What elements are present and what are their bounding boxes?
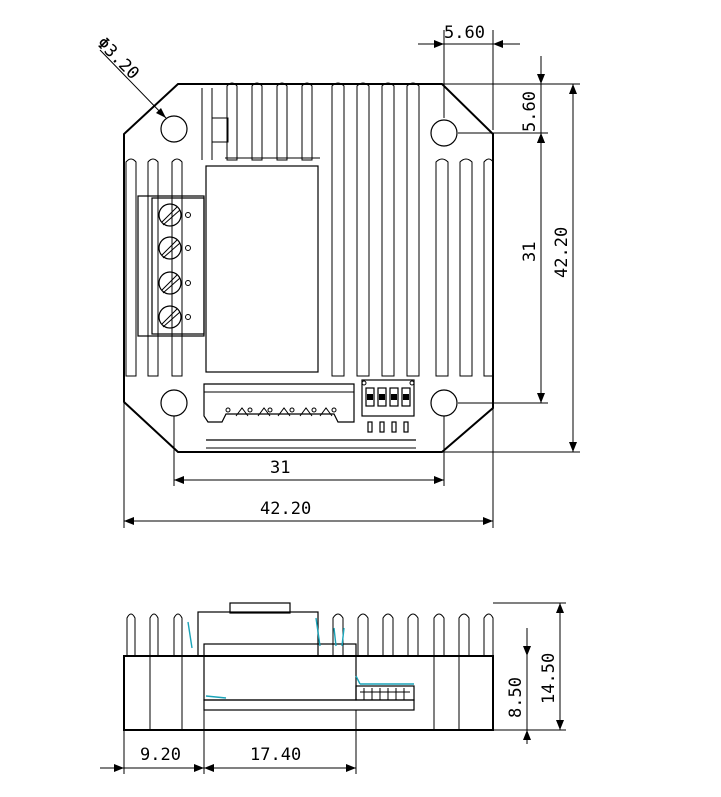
dim-side-connector-width-label: 17.40 [250, 745, 301, 765]
dim-overall-height-label: 42.20 [552, 227, 572, 278]
dim-side-height-base: 8.50 [506, 628, 531, 744]
dim-hole-diameter-label: Φ3.20 [92, 33, 142, 83]
top-view-outline [123, 83, 494, 453]
mounting-hole-top-right [430, 119, 458, 147]
mounting-hole-bottom-right [430, 389, 458, 417]
dim-overall-width: 42.20 [123, 402, 494, 528]
dim-side-offset-left-label: 9.20 [140, 745, 181, 765]
top-fins [201, 82, 420, 377]
dim-top-width: 5.60 [418, 23, 520, 130]
pcb-top-component [211, 117, 229, 143]
mounting-hole-top-left [160, 115, 188, 143]
side-view-base [123, 655, 494, 731]
mounting-hole-bottom-left [160, 389, 188, 417]
dim-hole-spacing-horizontal: 31 [173, 416, 445, 486]
side-view-fins [126, 613, 494, 730]
terminal-block [137, 195, 205, 337]
dim-overall-height: 42.20 [552, 84, 577, 452]
dip-switch [361, 379, 415, 433]
dim-hole-spacing-vertical: 31 [520, 133, 545, 403]
dim-side-height-total: 14.50 [493, 602, 566, 731]
bottom-connector [203, 383, 416, 449]
side-view: 14.50 8.50 9.20 17.40 [100, 602, 566, 774]
dim-top-width-label: 5.60 [444, 23, 485, 43]
dim-side-height-total-label: 14.50 [539, 653, 559, 704]
dim-side-height-base-label: 8.50 [506, 677, 526, 718]
side-view-module [187, 602, 415, 711]
pcb-area [205, 165, 319, 373]
dim-hole-spacing-vertical-label: 31 [520, 242, 540, 262]
dim-side-offset-left: 9.20 [100, 710, 205, 774]
left-fins [125, 158, 183, 377]
top-view: Φ3.20 5.60 5.60 31 [92, 23, 580, 528]
right-fins [435, 158, 494, 377]
dim-top-height-label: 5.60 [520, 91, 540, 132]
dim-side-connector-width: 17.40 [204, 710, 357, 774]
dim-hole-spacing-horizontal-label: 31 [270, 458, 290, 478]
dim-overall-width-label: 42.20 [260, 499, 311, 519]
